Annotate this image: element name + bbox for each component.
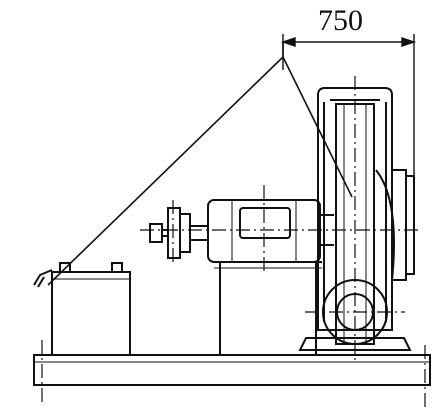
dimension-750 xyxy=(280,34,417,178)
motor-pedestal xyxy=(214,261,322,356)
coupling xyxy=(149,207,208,259)
fan-housing xyxy=(317,87,415,345)
base-frame xyxy=(33,354,431,386)
lifting-sling xyxy=(47,42,353,286)
control-box xyxy=(33,262,131,356)
dimension-label: 750 xyxy=(318,4,363,37)
center-lines xyxy=(41,76,426,408)
motor xyxy=(207,199,334,263)
